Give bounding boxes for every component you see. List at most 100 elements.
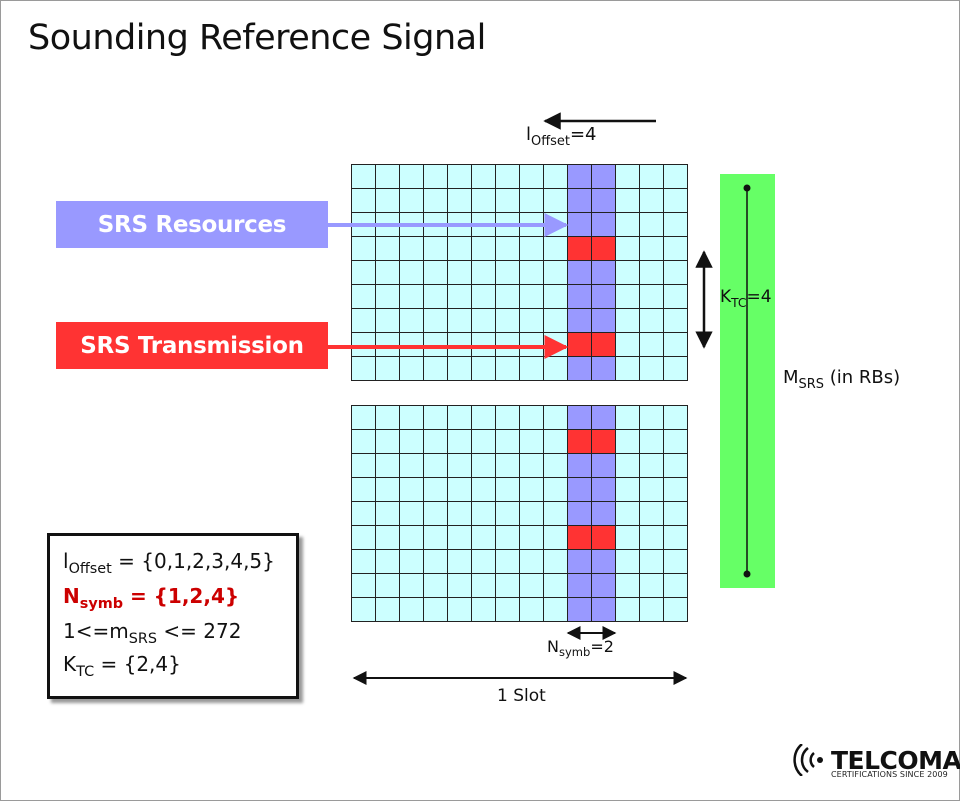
grid-cell xyxy=(448,189,472,213)
grid-cell xyxy=(496,406,520,430)
grid-cell xyxy=(640,502,664,526)
srs-resource-cell xyxy=(568,406,592,430)
grid-cell xyxy=(472,478,496,502)
grid-cell xyxy=(664,406,688,430)
grid-cell xyxy=(520,261,544,285)
grid-cell xyxy=(616,213,640,237)
page-title: Sounding Reference Signal xyxy=(28,18,486,58)
grid-cell xyxy=(640,574,664,598)
offset-label: lOffset=4 xyxy=(526,124,597,149)
grid-cell xyxy=(544,478,568,502)
grid-cell xyxy=(400,406,424,430)
grid-cell xyxy=(424,502,448,526)
param-offset: lOffset = {0,1,2,3,4,5} xyxy=(63,549,275,577)
grid-cell xyxy=(400,237,424,261)
srs-resource-cell xyxy=(592,285,616,309)
grid-cell xyxy=(448,454,472,478)
grid-cell xyxy=(616,502,640,526)
msrs-label-sub: SRS xyxy=(798,376,824,392)
grid-cell xyxy=(664,333,688,357)
grid-cell xyxy=(352,430,376,454)
grid-cell xyxy=(520,574,544,598)
srs-resource-cell xyxy=(568,502,592,526)
grid-cell xyxy=(352,574,376,598)
grid-cell xyxy=(352,502,376,526)
offset-label-value: =4 xyxy=(569,124,597,145)
srs-transmission-cell xyxy=(568,430,592,454)
msrs-span-end-dot xyxy=(743,570,751,578)
grid-gap-band xyxy=(351,381,688,405)
grid-cell xyxy=(496,237,520,261)
srs-resource-cell xyxy=(568,478,592,502)
param-offset-base: l xyxy=(63,549,69,573)
grid-cell xyxy=(424,550,448,574)
grid-cell xyxy=(520,357,544,381)
grid-cell xyxy=(424,357,448,381)
grid-cell xyxy=(376,574,400,598)
grid-cell xyxy=(616,309,640,333)
param-ktc-value: = {2,4} xyxy=(94,652,181,676)
grid-cell xyxy=(664,237,688,261)
grid-cell xyxy=(352,357,376,381)
grid-cell xyxy=(520,406,544,430)
srs-resource-cell xyxy=(568,285,592,309)
grid-cell xyxy=(448,165,472,189)
grid-cell xyxy=(400,478,424,502)
srs-resource-cell xyxy=(592,454,616,478)
grid-cell xyxy=(640,550,664,574)
grid-cell xyxy=(376,189,400,213)
nsymb-label: Nsymb=2 xyxy=(547,637,614,659)
grid-cell xyxy=(664,165,688,189)
grid-cell xyxy=(400,502,424,526)
grid-cell xyxy=(400,574,424,598)
grid-cell xyxy=(352,550,376,574)
grid-cell xyxy=(664,454,688,478)
grid-cell xyxy=(616,189,640,213)
grid-cell xyxy=(472,430,496,454)
grid-cell xyxy=(520,165,544,189)
signal-waves-icon xyxy=(793,744,823,776)
grid-cell xyxy=(448,598,472,622)
srs-resource-cell xyxy=(592,213,616,237)
grid-cell xyxy=(544,574,568,598)
grid-cell xyxy=(448,574,472,598)
grid-cell xyxy=(616,574,640,598)
grid-cell xyxy=(472,574,496,598)
grid-cell xyxy=(640,213,664,237)
parameters-box: lOffset = {0,1,2,3,4,5} Nsymb = {1,2,4} … xyxy=(47,533,299,699)
grid-cell xyxy=(424,454,448,478)
param-nsymb-base: N xyxy=(63,584,80,608)
grid-cell xyxy=(640,165,664,189)
grid-cell xyxy=(616,165,640,189)
grid-cell xyxy=(424,406,448,430)
param-nsymb: Nsymb = {1,2,4} xyxy=(63,584,239,612)
grid-cell xyxy=(640,406,664,430)
grid-cell xyxy=(544,357,568,381)
grid-cell xyxy=(640,598,664,622)
grid-cell xyxy=(472,502,496,526)
grid-cell xyxy=(616,285,640,309)
logo-name: TELCOMA xyxy=(831,746,960,775)
grid-cell xyxy=(640,333,664,357)
grid-cell xyxy=(640,261,664,285)
param-ktc-base: K xyxy=(63,652,77,676)
grid-cell xyxy=(400,285,424,309)
grid-cell xyxy=(640,478,664,502)
msrs-label-base: M xyxy=(783,367,799,388)
srs-transmission-cell xyxy=(568,526,592,550)
grid-cell xyxy=(424,189,448,213)
grid-cell xyxy=(544,309,568,333)
grid-cell xyxy=(424,165,448,189)
grid-cell xyxy=(616,237,640,261)
grid-cell xyxy=(352,165,376,189)
grid-cell xyxy=(616,550,640,574)
grid-cell xyxy=(520,237,544,261)
grid-cell xyxy=(376,237,400,261)
grid-cell xyxy=(472,526,496,550)
grid-cell xyxy=(376,598,400,622)
grid-cell xyxy=(352,406,376,430)
grid-cell xyxy=(616,430,640,454)
grid-cell xyxy=(640,237,664,261)
grid-cell xyxy=(400,454,424,478)
param-ktc-sub: TC xyxy=(76,664,95,681)
